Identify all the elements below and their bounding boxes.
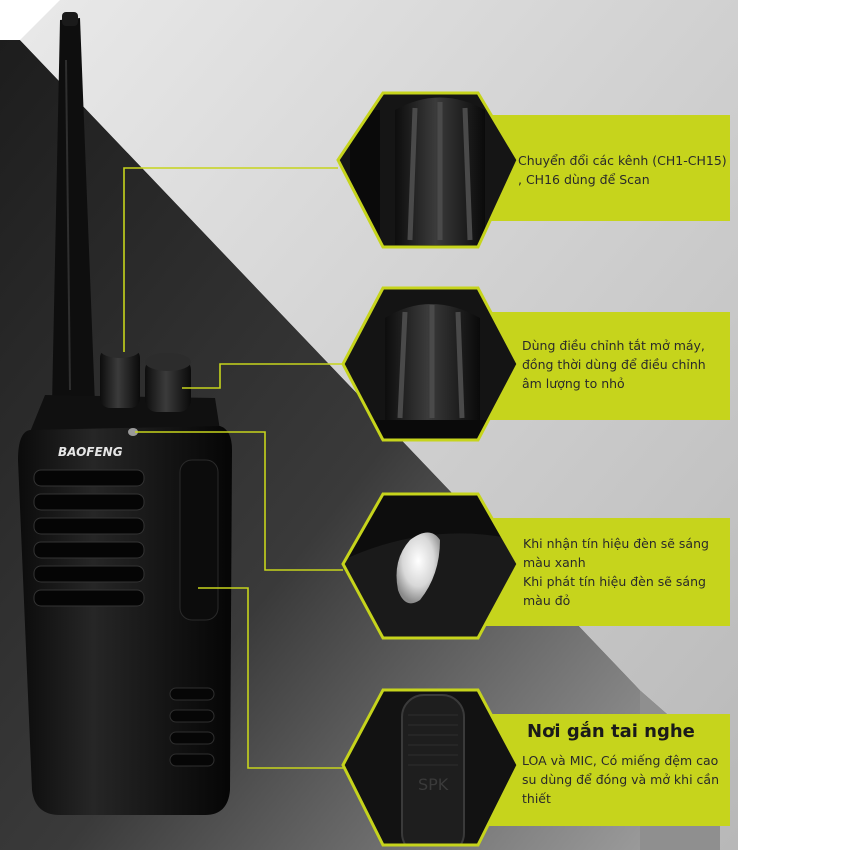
- led-indicator: [128, 428, 138, 436]
- connector-channel: [123, 167, 338, 352]
- speaker-grille: [33, 469, 145, 607]
- walkie-talkie: BAOFENG: [18, 12, 232, 815]
- callout-text: Dùng điều chỉnh tắt mở máy,đồng thời dùn…: [522, 338, 706, 391]
- brand-logo: BAOFENG: [58, 445, 123, 459]
- connector-volume: [182, 363, 343, 389]
- channel-knob: [100, 342, 140, 408]
- antenna: [52, 18, 95, 405]
- connector-lines: [123, 167, 343, 769]
- callout-volume-knob: Dùng điều chỉnh tắt mở máy,đồng thời dùn…: [341, 286, 730, 442]
- callout-earphone-port: SPK Nơi gắn tai nghe LOA và MIC, Có miến…: [341, 688, 730, 847]
- speaker-marking: SPK: [418, 775, 449, 794]
- connector-earphone: [198, 587, 343, 769]
- callout-text: Chuyển đổi các kênh (CH1-CH15), CH16 dùn…: [518, 153, 727, 187]
- connector-led: [135, 431, 343, 571]
- volume-knob: [145, 353, 191, 412]
- callout-title: Nơi gắn tai nghe: [527, 721, 695, 742]
- earphone-port-cover: [179, 459, 219, 621]
